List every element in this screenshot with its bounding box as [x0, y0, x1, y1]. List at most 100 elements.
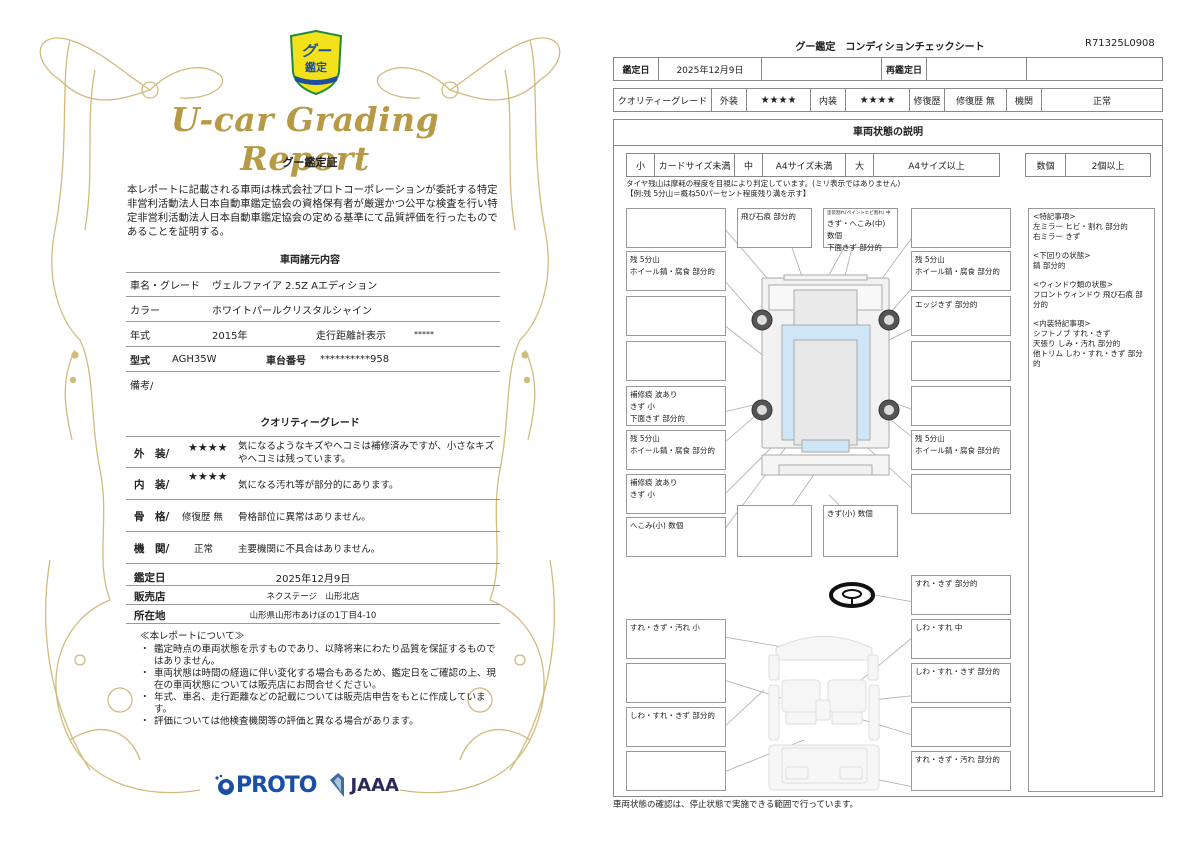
remarks-group-windows: <ウィンドウ類の状態> フロントウィンドウ 飛び石痕 部分的 [1033, 280, 1150, 310]
tire-note-line: タイヤ残山は摩耗の程度を目視により判定しています。(ミリ表示ではありません) [626, 179, 901, 188]
badge-goo-text: グー [300, 42, 331, 60]
box-right-front-fender: エッジきず 部分的 [911, 296, 1011, 336]
box-rear-seat [626, 751, 726, 791]
spec-value: AGH35W [172, 353, 217, 365]
spec-value: ホワイトパールクリスタルシャイン [212, 305, 372, 317]
repair-label: 修復歴 [910, 89, 945, 111]
grade-label: 内 装/ [134, 479, 170, 491]
interior-stars: ★★★★ [846, 89, 910, 111]
box-front-bumper: 塗装割れ(ペイントヒビ割れ) 中 きず・へこみ(中) 数個 下面きず 部分的 [823, 208, 898, 252]
box-tire-front-left: 残 5分山 ホイール錆・腐食 部分的 [626, 251, 726, 291]
remarks-group-interior: <内装特記事項> シフトノブ すれ・きず 天張り しみ・汚れ 部分的 他トリム … [1033, 319, 1150, 369]
grade-comment: 主要機関に不具合はありません。 [238, 544, 381, 555]
box-line: 残 5分山 [630, 434, 660, 443]
sheet-footer-note: 車両状態の確認は、停止状態で実施できる範囲で行っています。 [613, 800, 859, 810]
box-line: ホイール錆・腐食 部分的 [915, 267, 1000, 276]
certificate-subtitle: グー鑑定証 [282, 156, 338, 169]
legend-small: 小 [627, 154, 655, 176]
reinspect-label: 再鑑定日 [882, 58, 927, 80]
exterior-stars: ★★★★ [747, 89, 811, 111]
note-item: 鑑定時点の車両状態を示すものであり、以降将来にわたり品質を保証するものではありま… [140, 644, 500, 668]
proto-logo-text: PROTO [236, 772, 317, 798]
remarks-item: 他トリム しわ・すれ・きず 部分的 [1033, 349, 1143, 368]
proto-mark-icon [215, 774, 234, 795]
box-front-right-corner [911, 208, 1011, 248]
box-right-door-trim: しわ・すれ・きず 部分的 [911, 663, 1011, 703]
spec-row-year: 年式 2015年 走行距離計表示 ***** [126, 322, 500, 347]
box-left-rear-door: 補修痕 波あり きず 小 下面きず 部分的 [626, 386, 726, 426]
box-line: 塗装割れ(ペイントヒビ割れ) 中 [827, 211, 891, 216]
vehicle-condition-panel: 車両状態の説明 小 カードサイズ未満 中 A4サイズ未満 大 A4サイズ以上 数… [613, 119, 1163, 797]
box-line: ホイール錆・腐食 部分的 [630, 446, 715, 455]
badge-kantei-text: 鑑定 [305, 61, 327, 74]
remarks-item: 右ミラー きず [1033, 232, 1081, 241]
quality-grade-table: 外 装/ ★★★★ 気になるようなキズやヘコミは補修済みですが、小さなキズやヘコ… [126, 436, 500, 564]
box-right-rear-door [911, 386, 1011, 426]
box-right-mid [911, 341, 1011, 381]
box-console [911, 707, 1011, 747]
grade-comment: 骨格部位に異常はありません。 [238, 512, 371, 523]
grading-certificate: グー 鑑定 U-car Grading Report グー鑑定証 本レポートに記… [0, 0, 600, 848]
tire-note: タイヤ残山は摩耗の程度を目視により判定しています。(ミリ表示ではありません) 【… [626, 179, 900, 199]
spec-label: 走行距離計表示 [316, 330, 386, 342]
panel-title: 車両状態の説明 [614, 120, 1162, 146]
remarks-group-special: <特記事項> 左ミラー ヒビ・割れ 部分的 右ミラー きず [1033, 212, 1150, 242]
grade-row-interior: 内 装/ ★★★★ 気になる汚れ等が部分的にあります。 [126, 468, 500, 500]
info-value: 山形県山形市あけぼの1丁目4-10 [249, 611, 377, 621]
proto-logo: PROTO [214, 772, 317, 798]
date-bar: 鑑定日 2025年12月9日 再鑑定日 [613, 57, 1163, 81]
box-left-front-door [626, 296, 726, 336]
info-row-dealer: 販売店 ネクステージ 山形北店 [126, 586, 500, 605]
remarks-item: シフトノブ すれ・きず [1033, 329, 1111, 338]
legend-large-desc: A4サイズ以上 [908, 161, 965, 172]
jaaa-logo: JAAA [328, 772, 399, 798]
box-ceiling: すれ・きず・汚れ 小 [626, 619, 726, 659]
legend-large: 大 [846, 154, 874, 176]
remarks-heading: <下回りの状態> [1033, 251, 1091, 260]
box-line: 残 5分山 [630, 255, 660, 264]
grade-value: 修復歴 無 [182, 512, 224, 523]
box-line: きず・へこみ(中) 数個 [827, 219, 886, 240]
info-label: 販売店 [134, 591, 166, 603]
box-rear-glass [737, 505, 812, 557]
box-line: きず 小 [630, 402, 655, 411]
spec-label: 備考/ [130, 381, 154, 392]
box-driver-seat: しわ・すれ 中 [911, 619, 1011, 659]
legend-several-desc: 2個以上 [1091, 161, 1125, 172]
grade-label: 骨 格/ [134, 511, 170, 523]
sheet-title: グー鑑定 コンディションチェックシート [795, 42, 985, 53]
spec-label: 型式 [130, 355, 150, 367]
box-left-mid [626, 341, 726, 381]
box-front-left-corner [626, 208, 726, 248]
date-value: 2025年12月9日 [659, 58, 762, 80]
sheet-id: R71325L0908 [1085, 38, 1155, 49]
grade-row-frame: 骨 格/ 修復歴 無 骨格部位に異常はありません。 [126, 500, 500, 532]
legend-several: 数個 [1026, 154, 1066, 176]
box-front-hood: 飛び石痕 部分的 [737, 208, 812, 248]
report-notes: ≪本レポートについて≫ 鑑定時点の車両状態を示すものであり、以降将来にわたり品質… [140, 631, 500, 728]
jaaa-mark-icon [330, 773, 345, 797]
reinspect-value [927, 58, 1027, 80]
date-blank [762, 58, 882, 80]
jaaa-logo-text: JAAA [350, 774, 399, 796]
info-label: 所在地 [134, 610, 166, 622]
box-floor: すれ・きず・汚れ 部分的 [911, 751, 1011, 791]
remarks-item: 錆 部分的 [1033, 261, 1066, 270]
spec-value: **********958 [320, 353, 390, 365]
reinspect-blank [1027, 58, 1162, 80]
spec-label: 車台番号 [266, 355, 306, 367]
grade-row-engine: 機 関/ 正常 主要機関に不具合はありません。 [126, 532, 500, 564]
remarks-item: 天張り しみ・汚れ 部分的 [1033, 339, 1121, 348]
specs-heading: 車両諸元内容 [280, 255, 340, 266]
interior-label: 内装 [811, 89, 846, 111]
box-tire-rear-right: 残 5分山 ホイール錆・腐食 部分的 [911, 430, 1011, 470]
special-remarks-box: <特記事項> 左ミラー ヒビ・割れ 部分的 右ミラー きず <下回りの状態> 錆… [1028, 208, 1155, 792]
grade-bar: クオリティーグレード 外装 ★★★★ 内装 ★★★★ 修復歴 修復歴 無 機関 … [613, 88, 1163, 112]
grade-value: 正常 [194, 544, 214, 555]
box-line: ホイール錆・腐食 部分的 [915, 446, 1000, 455]
grade-bar-label: クオリティーグレード [614, 89, 712, 111]
vehicle-specs-table: 車名・グレード ヴェルファイア 2.5Z Aエディション カラー ホワイトパール… [126, 272, 500, 397]
spec-label: 年式 [130, 330, 150, 342]
inspection-info-table: 鑑定日 2025年12月9日 販売店 ネクステージ 山形北店 所在地 山形県山形… [126, 567, 500, 624]
report-title: U-car Grading Report [170, 100, 440, 178]
